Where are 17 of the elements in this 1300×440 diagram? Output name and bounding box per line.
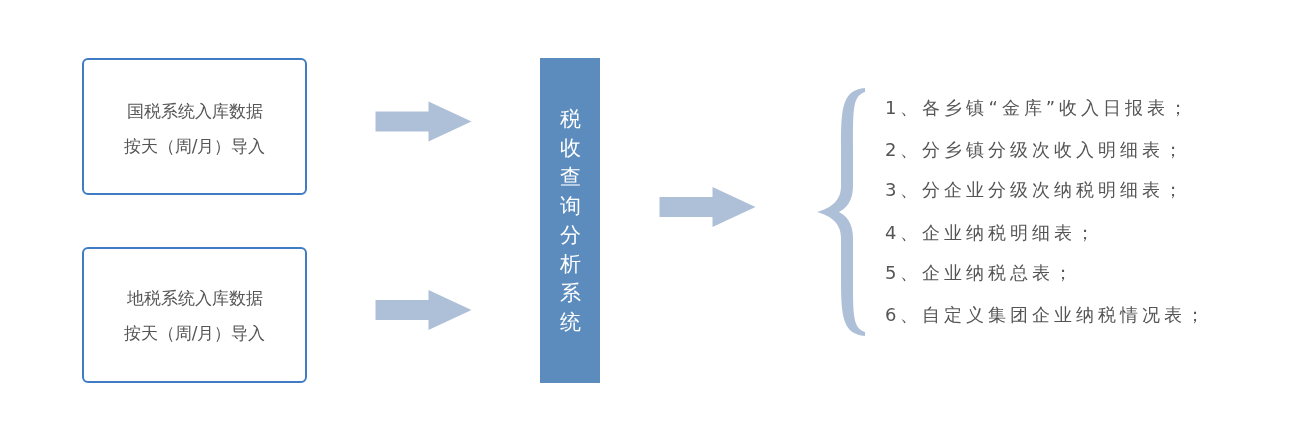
list-item: 2、分乡镇分级次收入明细表； — [885, 138, 1187, 162]
box-text: 按天（周/月）导入 — [122, 322, 267, 345]
list-item: 4、企业纳税明细表； — [885, 221, 1099, 245]
process-box — [82, 58, 307, 195]
list-item: 1、各乡镇“金库”收入日报表； — [885, 96, 1192, 120]
system-title: 税收查询分析系统 — [559, 105, 581, 336]
list-item: 5、企业纳税总表； — [885, 261, 1077, 285]
box-text: 地税系统入库数据 — [125, 287, 264, 310]
list-item: 6、自定义集团企业纳税情况表； — [885, 303, 1209, 327]
block-arrow — [375, 290, 472, 330]
list-item: 3、分企业分级次纳税明细表； — [885, 178, 1187, 202]
box-text: 国税系统入库数据 — [125, 100, 264, 123]
system-bar — [540, 58, 600, 383]
process-box — [82, 247, 307, 383]
block-arrow — [659, 187, 756, 227]
block-arrow — [375, 101, 472, 142]
box-text: 按天（周/月）导入 — [122, 135, 267, 158]
